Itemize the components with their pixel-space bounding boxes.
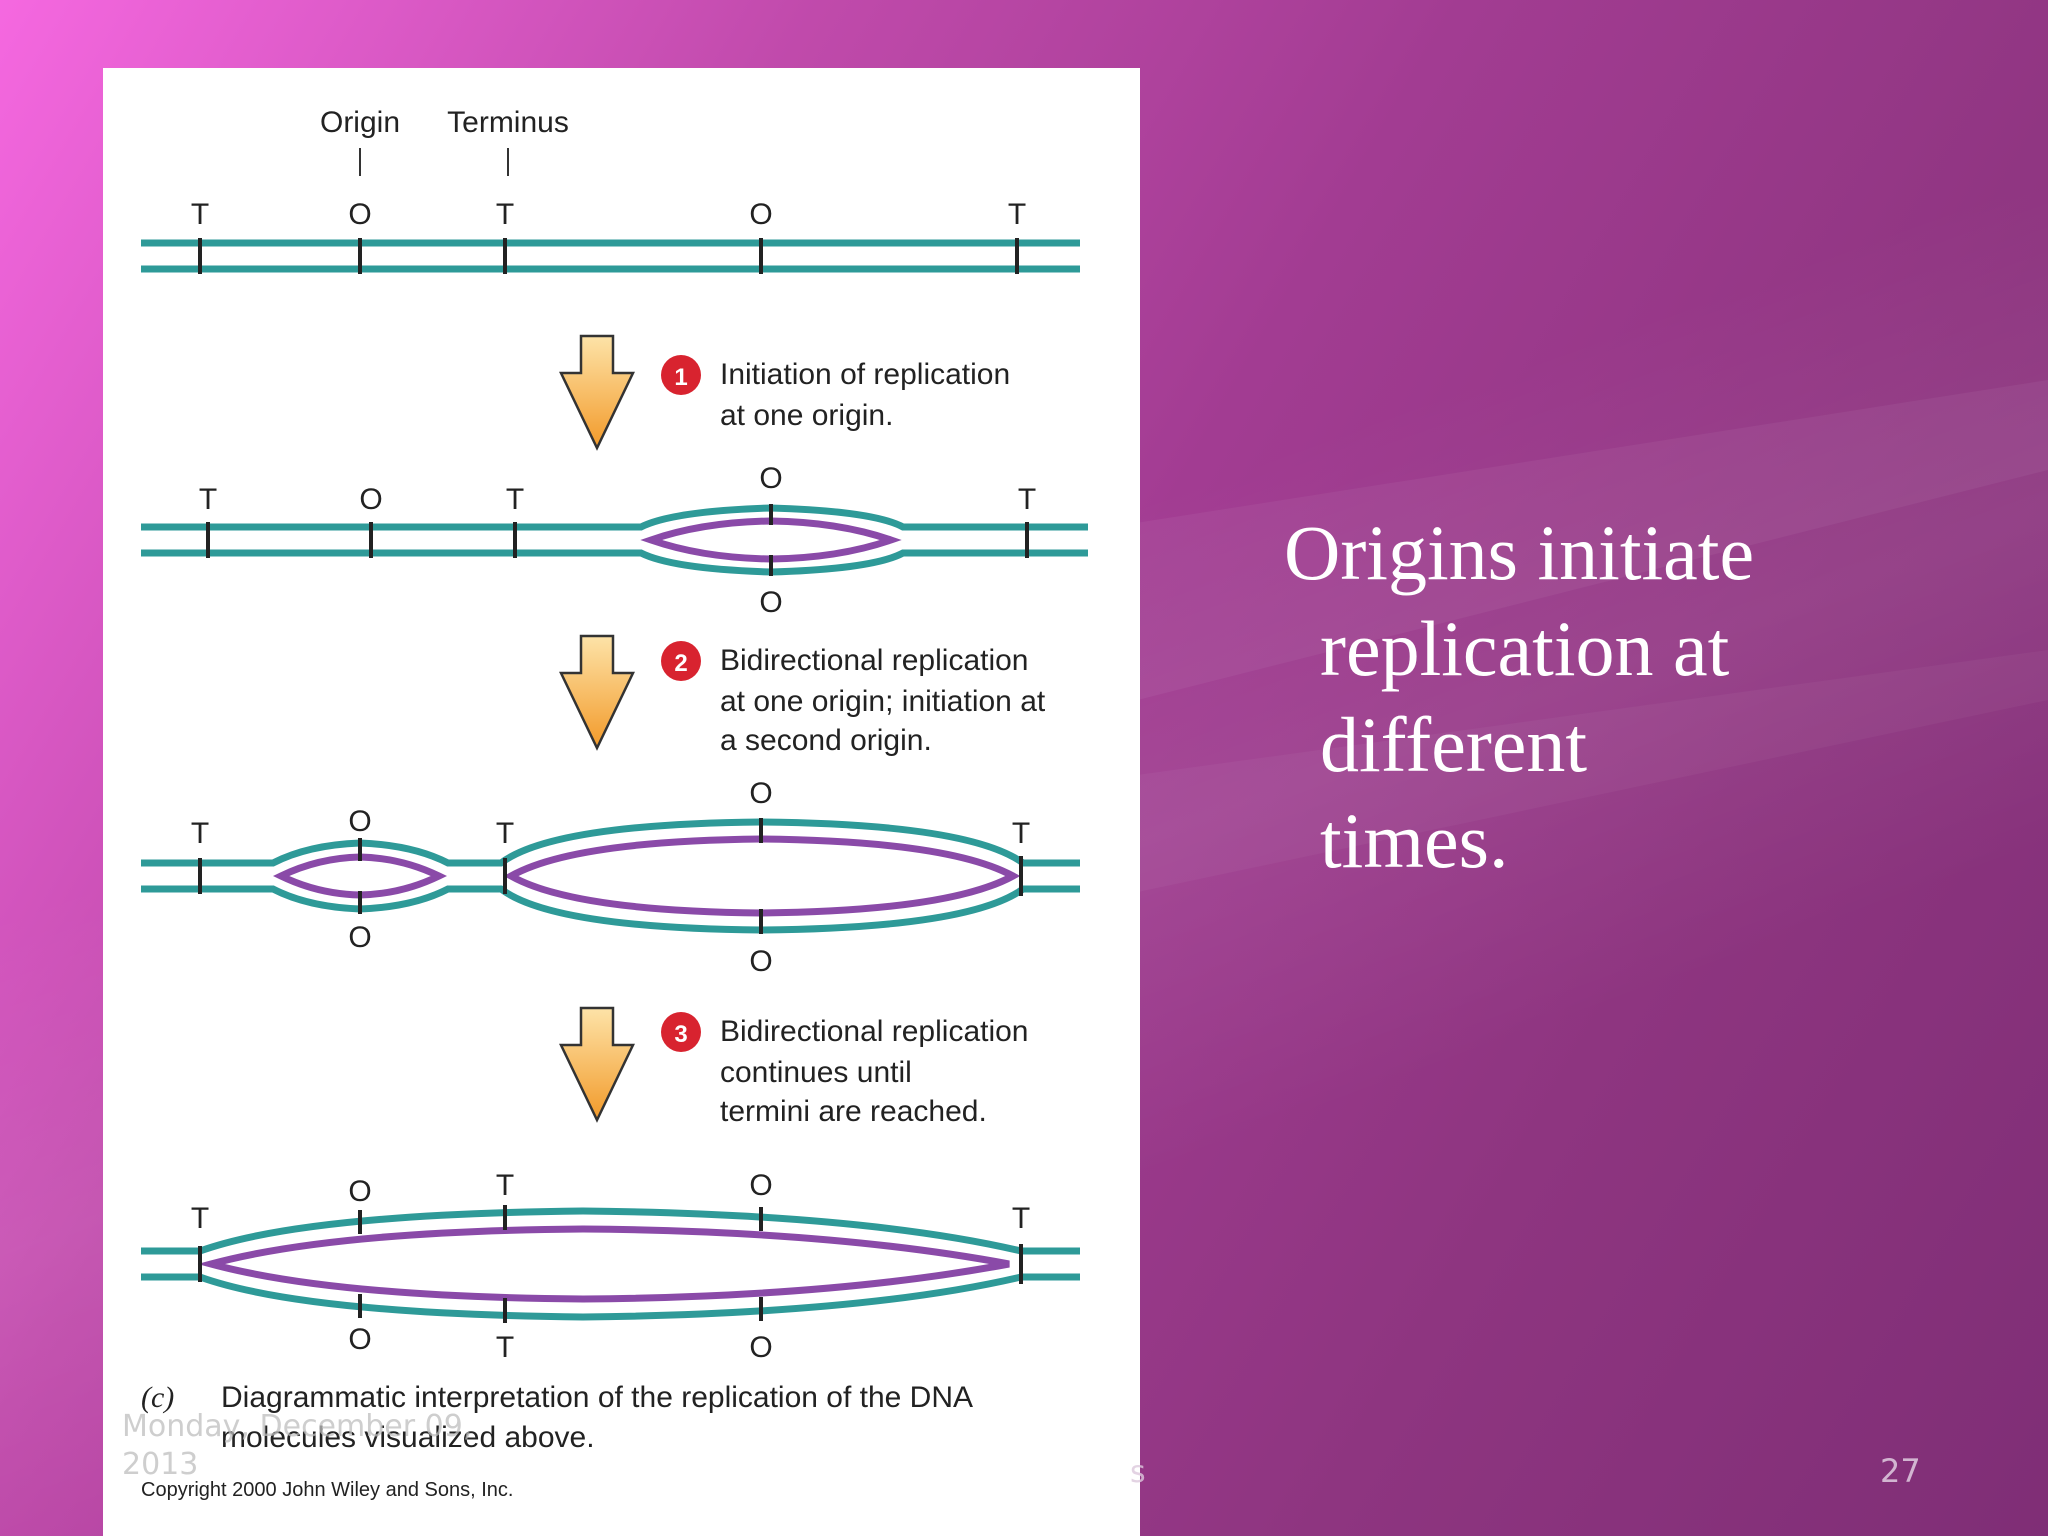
marker-t: T [496,1331,514,1364]
replication-figure: Origin Terminus T O T O T 1 Initiation o… [103,68,1140,1536]
step2-text-line2: at one origin; initiation at [720,685,1046,718]
slide-title: Origins initiate replication at differen… [1284,505,1984,889]
step1-text-line2: at one origin. [720,399,893,432]
step1-badge [661,355,701,395]
row1-dna [141,504,1088,576]
title-line-3: different [1320,701,1588,788]
marker-t: T [506,483,524,516]
page-number: 27 [1880,1452,1921,1490]
marker-t: T [1012,817,1030,850]
step3-text-line1: Bidirectional replication [720,1015,1029,1048]
step1-arrow [559,334,635,451]
marker-o: O [759,586,782,619]
step1-text-line1: Initiation of replication [720,358,1010,391]
marker-o: O [348,921,371,954]
marker-o: O [749,945,772,978]
title-line-1: Origins initiate [1284,509,1755,596]
marker-t: T [191,198,209,231]
caption-panel-label: (c) [141,1381,174,1414]
step2-badge [661,641,701,681]
row2-markers: T O T O T O O [191,777,1030,978]
step3-arrow [559,1006,635,1123]
step3-text-line3: termini are reached. [720,1095,987,1128]
marker-o: O [749,777,772,810]
marker-o: O [348,1323,371,1356]
marker-o: O [749,1331,772,1364]
marker-o: O [359,483,382,516]
marker-t: T [496,817,514,850]
row2-dna [141,818,1080,934]
marker-o: O [749,1169,772,1202]
origin-header-label: Origin [320,106,400,139]
step3-badge [661,1012,701,1052]
row0-ticks [198,238,1019,274]
row0-dna [141,238,1080,274]
marker-t: T [1018,483,1036,516]
footer-date: Monday, December 09, 2013 [122,1409,473,1482]
marker-t: T [199,483,217,516]
row1-markers: T O T O T O [199,462,1036,619]
marker-t: T [191,1202,209,1235]
marker-o: O [348,198,371,231]
step2-text-line3: a second origin. [720,724,932,757]
marker-o: O [348,1175,371,1208]
caption-line1: Diagrammatic interpretation of the repli… [221,1381,973,1414]
row3-dna [141,1205,1080,1323]
marker-t: T [1012,1202,1030,1235]
marker-o: O [749,198,772,231]
marker-o: O [348,805,371,838]
step3-number: 3 [674,1021,687,1048]
marker-t: T [496,1169,514,1202]
terminus-header-label: Terminus [447,106,569,139]
marker-t: T [496,198,514,231]
step1-number: 1 [674,364,687,391]
row3-markers: T O T O T O T O [191,1169,1030,1364]
marker-o: O [759,462,782,495]
footer-text: s [1130,1455,1146,1490]
replication-diagram: Origin Terminus T O T O T 1 Initiation o… [141,106,1088,1501]
row0-markers: T O T O T [191,198,1026,231]
copyright-notice: Copyright 2000 John Wiley and Sons, Inc. [141,1479,513,1501]
title-line-2: replication at [1320,605,1730,692]
marker-t: T [191,817,209,850]
step3-text-line2: continues until [720,1056,912,1089]
marker-t: T [1008,198,1026,231]
step2-arrow [559,634,635,751]
caption-line2: molecules visualized above. [221,1421,595,1454]
title-line-4: times. [1320,797,1509,884]
step2-number: 2 [674,650,687,677]
step2-text-line1: Bidirectional replication [720,644,1029,677]
